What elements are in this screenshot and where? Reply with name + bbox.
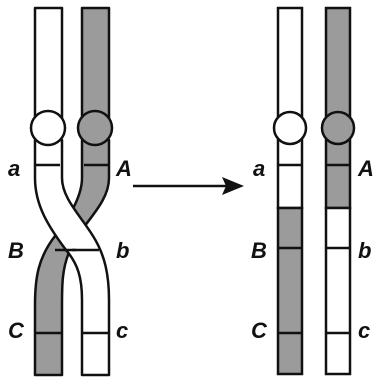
crossover-chromatids — [31, 8, 112, 375]
label-right-C: C — [251, 318, 268, 343]
upper-shaded-chromatid-arm — [82, 8, 109, 118]
label-right-c: c — [358, 318, 370, 343]
label-left-a: a — [8, 156, 20, 181]
label-left-b: b — [116, 238, 129, 263]
label-right-b: b — [358, 238, 371, 263]
right-shaded-centromere — [322, 112, 354, 144]
recombinant-1-white-top — [278, 8, 302, 208]
label-right-A: A — [357, 156, 374, 181]
upper-white-chromatid-arm — [35, 8, 62, 118]
right-white-centromere — [274, 112, 306, 144]
label-right-B: B — [251, 238, 267, 263]
label-left-c: c — [116, 318, 128, 343]
left-white-centromere — [31, 111, 65, 145]
label-right-a: a — [253, 156, 265, 181]
label-left-C: C — [8, 318, 25, 343]
label-left-B: B — [8, 238, 24, 263]
label-left-A: A — [115, 156, 132, 181]
left-shaded-centromere — [78, 111, 112, 145]
recombinant-chromatids — [274, 8, 354, 374]
right-arrow-icon — [133, 177, 244, 195]
recombinant-2-shaded-top — [326, 8, 350, 208]
recombinant-2-white-bottom — [326, 208, 350, 374]
recombinant-1-shaded-bottom — [278, 208, 302, 374]
